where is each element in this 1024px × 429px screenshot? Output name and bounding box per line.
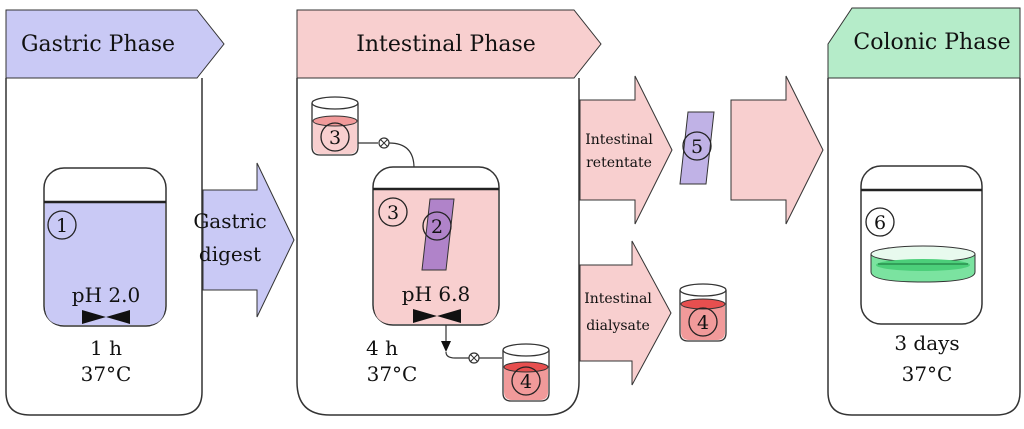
gastric-phase: Gastric Phase 1 pH 2.0 1 h 37°C [5,9,225,416]
dialysate-collection-beaker [502,343,550,402]
intestinal-phase: Intestinal Phase 3 3 2 pH 6.8 [296,9,602,416]
retentate-bag [679,111,715,185]
dialysate-beaker [679,283,727,342]
marker-6-label: 6 [874,212,886,234]
intestinal-temperature: 37°C [367,362,418,386]
retentate-label-line1: Intestinal [585,132,653,148]
outflow-line-2 [445,351,469,359]
gastric-phase-banner [5,9,225,79]
marker-5-label: 5 [691,136,703,158]
feed-valve-icon [378,137,390,149]
intestinal-phase-banner [296,9,602,79]
outflow-arrowhead [441,341,451,352]
outflow-valve-icon [468,352,480,364]
intestinal-stirrer-icon [413,309,461,323]
gastric-digest-arrow: Gastric digest [193,162,295,318]
colonic-phase: Colonic Phase 6 3 days 37°C [827,7,1021,416]
intestinal-retentate-arrow: Intestinal retentate [579,75,673,225]
marker-2-label: 2 [431,216,443,238]
intestinal-time: 4 h [366,336,398,360]
marker-4b-label: 4 [697,312,709,334]
dialysate-label-line1: Intestinal [584,291,652,307]
marker-1-label: 1 [56,215,68,237]
colonic-vessel-inner [860,165,983,325]
marker-4a-label: 4 [520,371,532,393]
intestinal-phase-title: Intestinal Phase [356,32,536,57]
colonic-phase-title: Colonic Phase [853,30,1010,55]
marker-1 [47,210,77,240]
gastric-vessel [5,78,203,416]
intestinal-dialysate-arrow: Intestinal dialysate [579,240,672,386]
colonic-temperature: 37°C [902,362,953,386]
gastric-liquid [45,202,165,325]
gastric-digest-label-line2: digest [199,242,261,266]
gastric-ph-label: pH 2.0 [72,283,140,307]
pancreatin-beaker [311,96,359,156]
colonic-time: 3 days [894,331,959,355]
gastric-stirrer-icon [82,310,130,324]
marker-6 [865,207,895,237]
gastric-temperature: 37°C [81,362,132,386]
colonic-phase-banner [827,7,1021,79]
gastric-phase-title: Gastric Phase [21,32,175,57]
colonic-vessel [827,78,1021,416]
to-colonic-arrow [730,75,824,225]
intestinal-vessel [296,78,580,416]
gastric-time: 1 h [90,336,122,360]
marker-3b-label: 3 [387,202,399,224]
intestinal-ph-label: pH 6.8 [402,282,470,306]
petri-dish-icon [870,245,976,283]
marker-3a-label: 3 [329,127,341,149]
marker-3b [378,197,408,227]
dialysis-bag [421,198,455,271]
marker-2 [422,211,452,241]
gastric-digest-label-line1: Gastric [193,209,266,233]
dialysate-label-line2: dialysate [586,318,650,334]
retentate-label-line2: retentate [586,155,652,171]
